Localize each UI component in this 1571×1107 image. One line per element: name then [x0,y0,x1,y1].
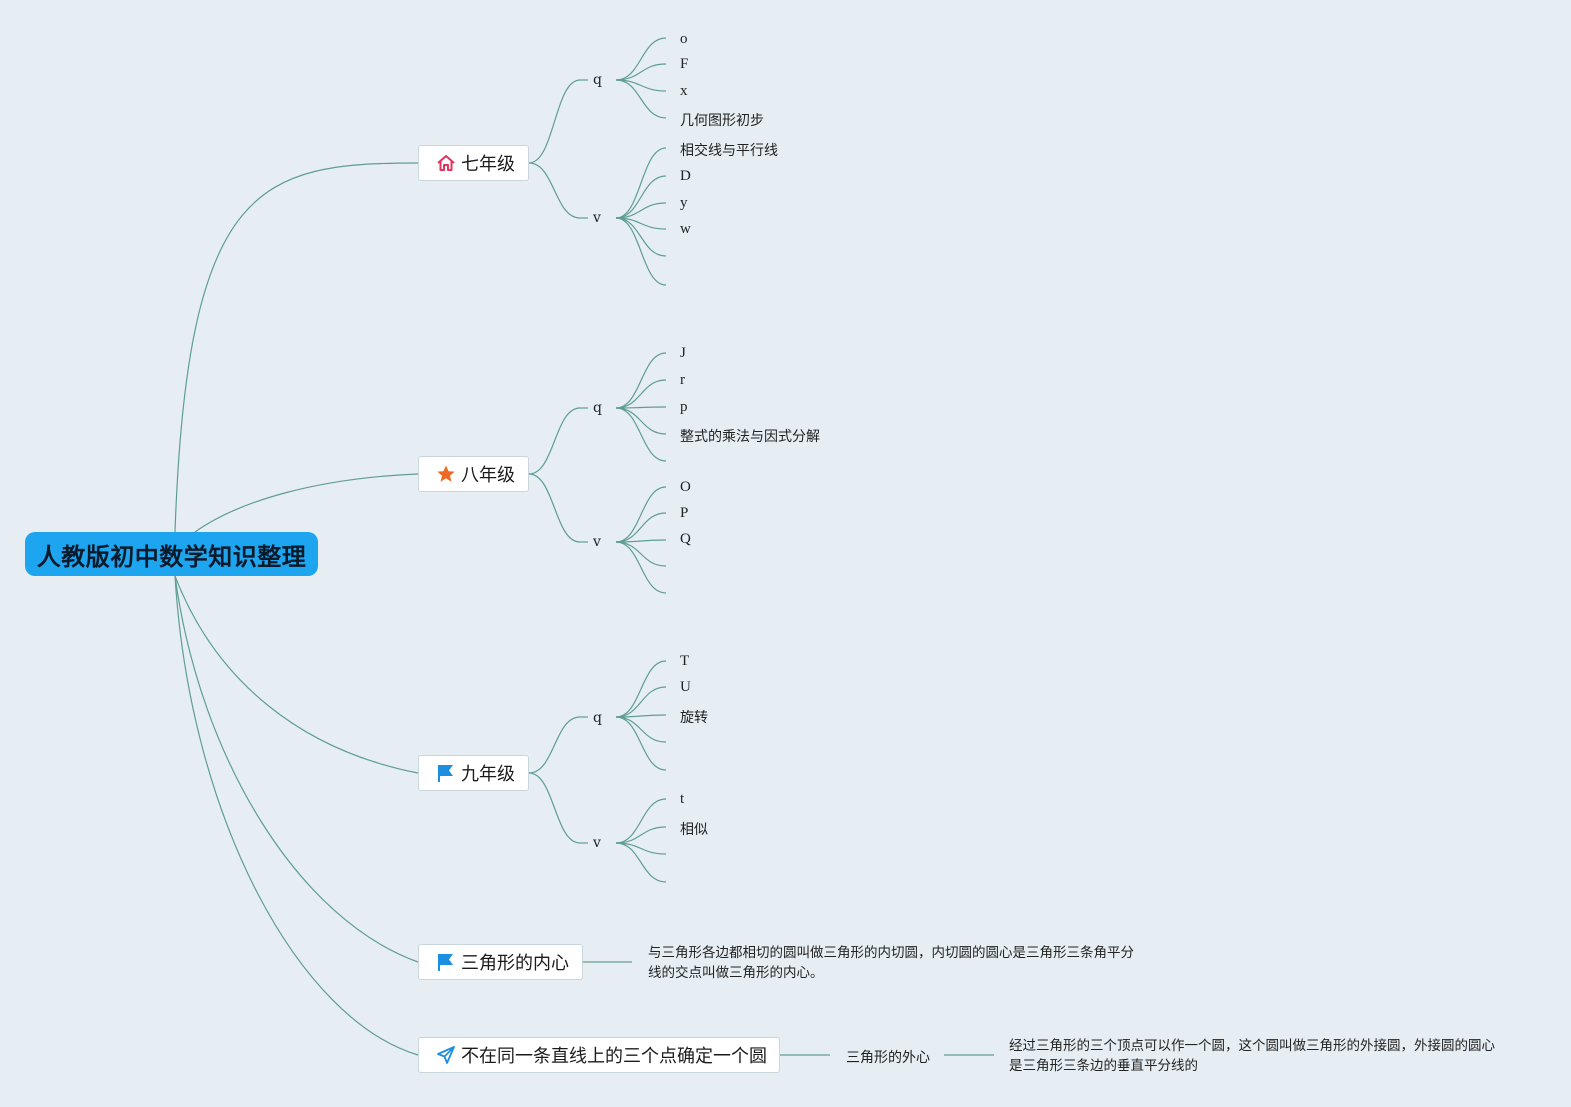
leaf-topic[interactable]: w [680,221,691,237]
subtopic-label[interactable]: v [593,534,601,550]
circumcenter-topic[interactable]: 三角形的外心 [846,1050,930,1066]
leaf-connector-line [615,217,667,286]
leaf-topic[interactable]: T [680,653,690,669]
leaf-connector-line [615,217,667,257]
root-connector-line [194,473,419,533]
leaf-topic[interactable]: t [680,791,685,807]
leaf-topic[interactable]: 几何图形初步 [680,113,764,129]
circumcenter-description[interactable]: 经过三角形的三个顶点可以作一个圆，这个圆叫做三角形的外接圆，外接圆的圆心是三角形… [1009,1038,1495,1074]
leaf-topic[interactable]: p [680,399,688,415]
leaf-connector-line [615,407,667,462]
leaf-connector-line [615,63,667,81]
leaf-connector-line [615,37,667,81]
leaf-topic[interactable]: 相交线与平行线 [680,143,778,159]
leaf-connector-line [615,202,667,219]
home-icon [435,152,457,174]
connector-line [528,79,581,164]
topic-label: 不在同一条直线上的三个点确定一个圆 [461,1046,767,1067]
leaf-topic[interactable]: P [680,505,689,521]
leaf-connector-line [615,407,667,435]
leaf-connector-line [615,798,667,844]
flag-icon [435,762,457,784]
paper-plane-icon [435,1044,457,1066]
leaf-topic[interactable]: r [680,372,685,388]
root-connector-line [174,575,419,774]
connector-line [528,716,581,774]
leaf-topic[interactable]: 相似 [680,822,708,838]
leaf-connector-line [615,352,667,409]
root-connector-line [174,575,419,1056]
leaf-connector-line [615,541,667,567]
topic-grade-7[interactable]: 七年级 [418,145,529,181]
subtopic-label[interactable]: q [593,72,602,88]
leaf-connector-line [615,716,667,743]
subtopic-label[interactable]: q [593,400,602,416]
leaf-topic[interactable]: D [680,168,691,184]
leaf-connector-line [615,686,667,718]
leaf-topic[interactable]: F [680,56,689,72]
leaf-connector-line [615,486,667,543]
leaf-topic[interactable]: J [680,345,686,361]
leaf-topic[interactable]: o [680,31,688,47]
leaf-connector-line [615,512,667,543]
root-topic[interactable]: 人教版初中数学知识整理 [25,532,318,576]
leaf-connector-line [615,79,667,119]
connector-line [528,473,581,543]
leaf-connector-line [615,541,667,594]
root-connector-line [174,162,419,533]
leaf-connector-line [615,660,667,718]
leaf-topic[interactable]: Q [680,531,691,547]
leaf-topic[interactable]: x [680,83,688,99]
subtopic-label[interactable]: v [593,210,601,226]
leaf-topic[interactable]: y [680,195,688,211]
leaf-topic[interactable]: U [680,679,691,695]
leaf-topic[interactable]: 旋转 [680,710,708,726]
leaf-topic[interactable]: 整式的乘法与因式分解 [680,429,820,445]
leaf-connector-line [615,379,667,409]
topic-label: 三角形的内心 [461,953,569,974]
subtopic-label[interactable]: v [593,835,601,851]
topic-three-points-circle[interactable]: 不在同一条直线上的三个点确定一个圆 [418,1037,780,1073]
incenter-description[interactable]: 与三角形各边都相切的圆叫做三角形的内切圆，内切圆的圆心是三角形三条角平分线的交点… [648,945,1134,981]
leaf-connector-line [615,716,667,771]
connector-line [528,772,581,844]
connector-line [528,162,581,219]
root-topic-label: 人教版初中数学知识整理 [36,542,307,571]
topic-label: 八年级 [461,465,515,486]
leaf-connector-line [615,175,667,219]
flag-icon [435,951,457,973]
root-connector-line [174,575,419,963]
topic-incenter[interactable]: 三角形的内心 [418,944,583,980]
leaf-connector-line [615,842,667,883]
topic-label: 七年级 [461,154,515,175]
subtopic-label[interactable]: q [593,710,602,726]
topic-label: 九年级 [461,764,515,785]
topic-grade-8[interactable]: 八年级 [418,456,529,492]
connector-line [528,407,581,475]
leaf-topic[interactable]: O [680,479,691,495]
leaf-connector-line [615,826,667,844]
star-icon [435,463,457,485]
topic-grade-9[interactable]: 九年级 [418,755,529,791]
leaf-connector-line [615,147,667,219]
